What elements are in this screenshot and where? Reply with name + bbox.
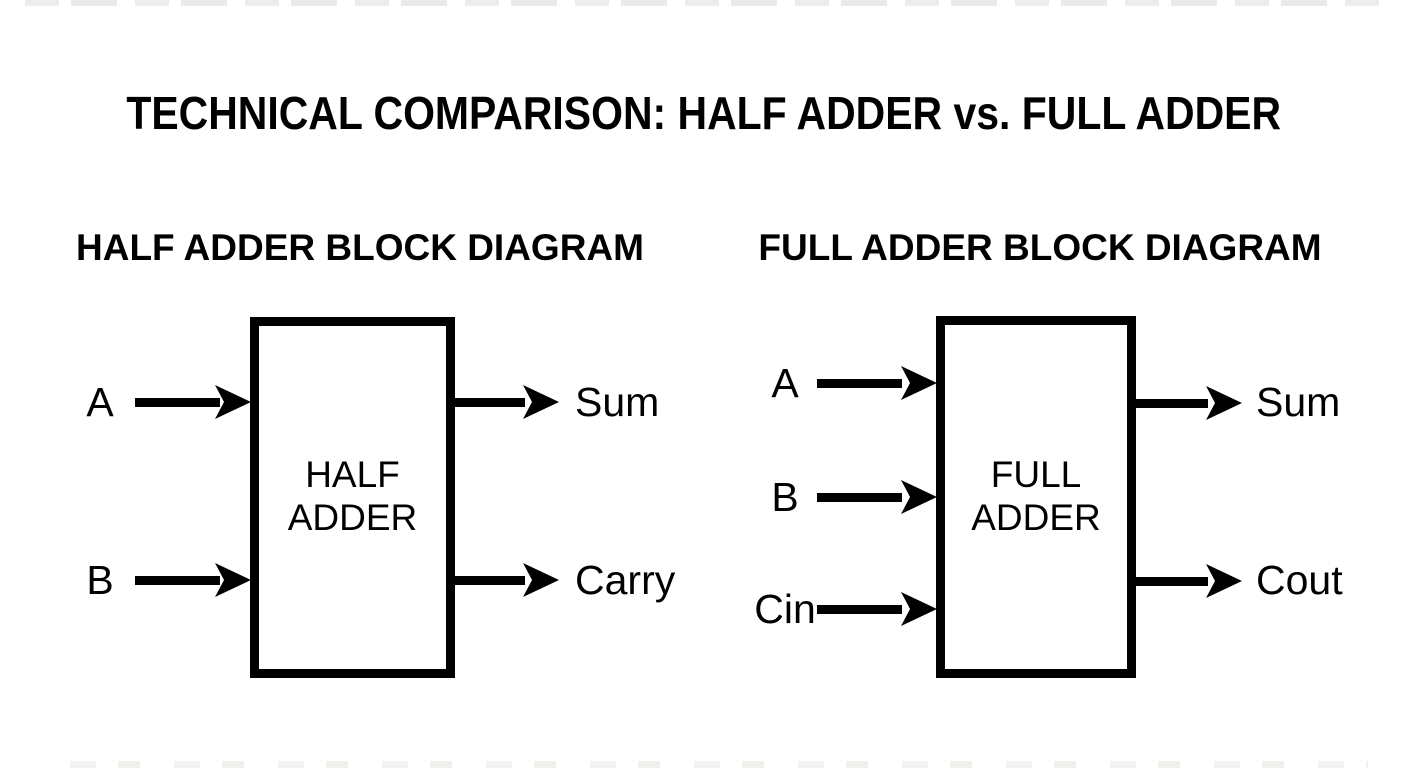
half-adder-block-label: HALF ADDER <box>250 453 455 539</box>
page-title-text: TECHNICAL COMPARISON: HALF ADDER vs. FUL… <box>126 87 1282 139</box>
half-adder-input-b-wire <box>135 576 220 585</box>
cropped-text-artifact-top <box>25 0 1383 6</box>
half-adder-input-a-wire <box>135 398 220 407</box>
full-adder-output-cout-label: Cout <box>1256 557 1343 603</box>
full-adder-block-label-line1: FULL <box>990 454 1082 495</box>
half-adder-input-a-label: A <box>86 379 114 425</box>
full-adder-block <box>936 316 1136 678</box>
arrowhead-icon <box>1206 386 1242 420</box>
arrowhead-icon <box>901 592 937 626</box>
full-adder-heading: FULL ADDER BLOCK DIAGRAM <box>758 227 1322 268</box>
page-title: TECHNICAL COMPARISON: HALF ADDER vs. FUL… <box>0 88 1408 138</box>
half-adder-block <box>250 317 455 678</box>
arrowhead-icon <box>1206 564 1242 598</box>
full-adder-block-label-line2: ADDER <box>971 497 1101 538</box>
arrowhead-icon <box>523 563 559 597</box>
full-adder-block-label: FULL ADDER <box>936 453 1136 539</box>
half-adder-input-b-label: B <box>86 557 114 603</box>
arrowhead-icon <box>215 563 251 597</box>
full-adder-input-b-wire <box>817 493 902 502</box>
full-adder-input-cin-wire <box>817 605 902 614</box>
arrowhead-icon <box>523 385 559 419</box>
full-adder-input-a-wire <box>817 379 902 388</box>
full-adder-input-a-label: A <box>771 360 799 406</box>
arrowhead-icon <box>901 366 937 400</box>
full-adder-output-sum-label: Sum <box>1256 379 1341 425</box>
half-adder-output-sum-label: Sum <box>575 379 660 425</box>
half-adder-block-label-line1: HALF <box>305 454 400 495</box>
full-adder-output-cout-wire <box>1133 577 1208 586</box>
full-adder-input-cin-label: Cin <box>754 586 816 632</box>
half-adder-output-carry-label: Carry <box>575 557 676 603</box>
full-adder-input-b-label: B <box>771 474 799 520</box>
half-adder-output-carry-wire <box>452 576 525 585</box>
full-adder-output-sum-wire <box>1133 399 1208 408</box>
half-adder-block-label-line2: ADDER <box>287 497 418 538</box>
arrowhead-icon <box>901 480 937 514</box>
half-adder-output-sum-wire <box>452 398 525 407</box>
half-adder-heading: HALF ADDER BLOCK DIAGRAM <box>76 227 644 268</box>
cropped-text-artifact-bottom <box>70 761 1368 768</box>
arrowhead-icon <box>215 385 251 419</box>
